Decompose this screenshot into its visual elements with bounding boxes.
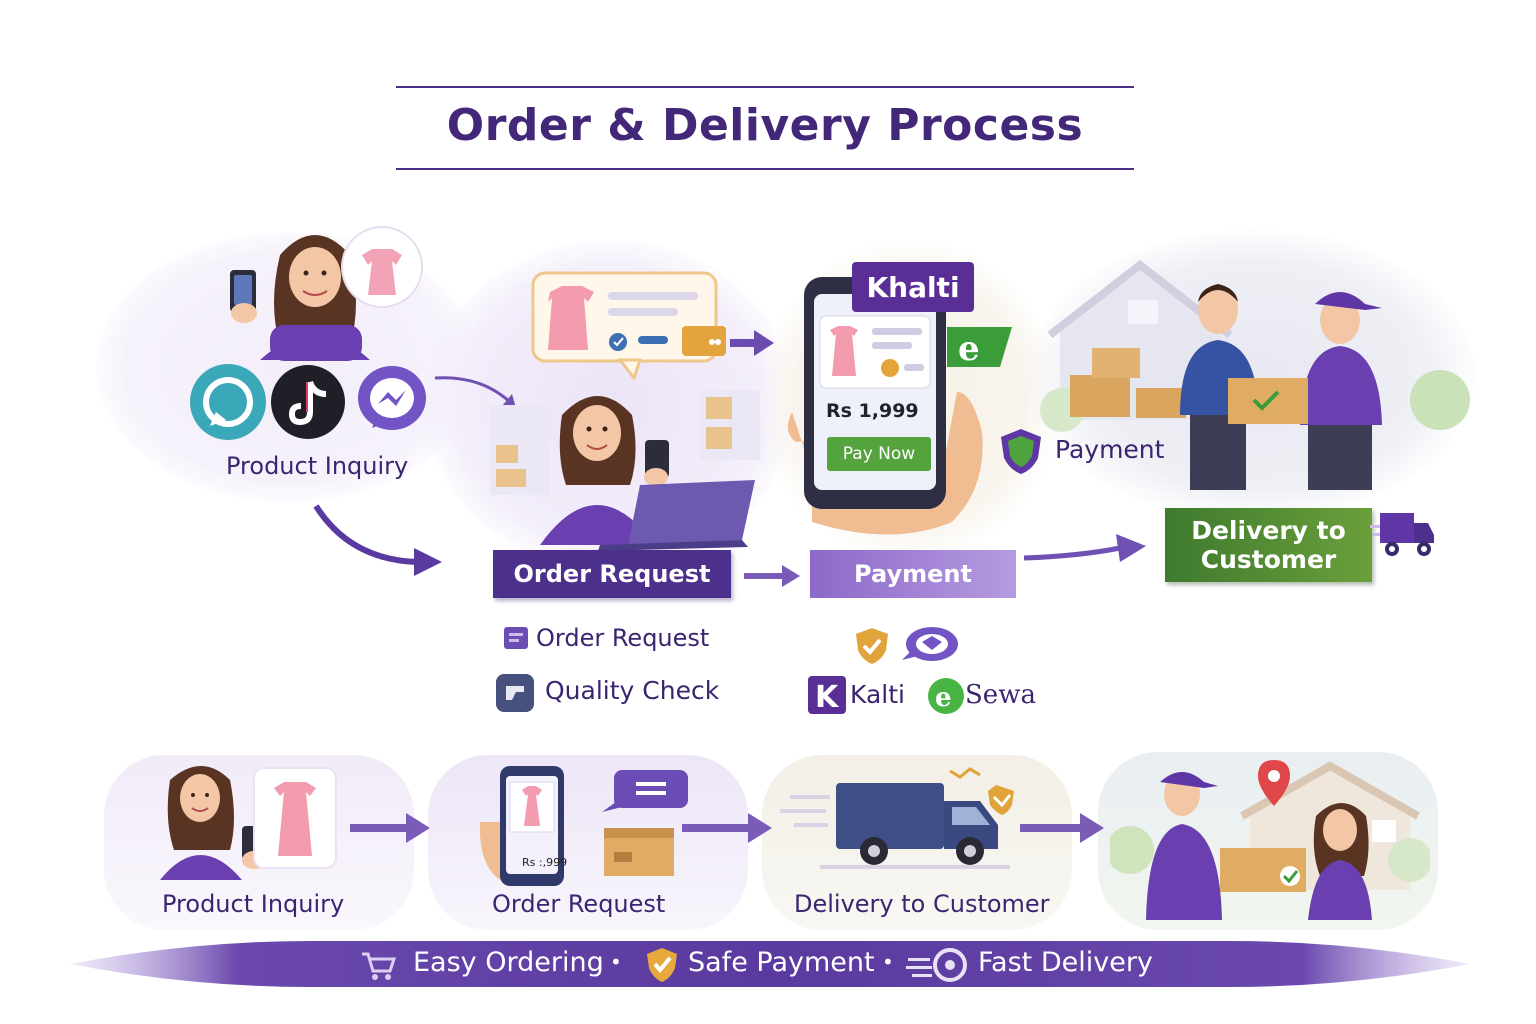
woman-with-phone-small-illustration bbox=[160, 766, 337, 880]
arrow-icon bbox=[744, 565, 800, 587]
curved-arrow-icon bbox=[313, 504, 442, 576]
arrow-icon bbox=[1020, 813, 1104, 843]
delivery-step-button[interactable]: Delivery to Customer bbox=[1165, 508, 1372, 582]
delivery-van-illustration bbox=[780, 767, 1014, 869]
arrow-icon bbox=[350, 813, 430, 843]
fast-delivery-icon bbox=[906, 948, 967, 982]
banner-safe-payment: Safe Payment bbox=[688, 947, 875, 978]
svg-text:K: K bbox=[815, 680, 840, 715]
khalti-brand-badge: Khalti bbox=[852, 262, 974, 312]
cash-icon bbox=[682, 326, 726, 356]
pay-now-button[interactable]: Pay Now bbox=[827, 437, 931, 471]
payment-side-label: Payment bbox=[1055, 435, 1165, 464]
quality-check-icon bbox=[496, 674, 534, 712]
khalti-logo: K bbox=[808, 676, 846, 715]
arrow-icon bbox=[1023, 534, 1146, 562]
title-rule-top bbox=[396, 86, 1134, 88]
bottom-step1-label: Product Inquiry bbox=[162, 890, 345, 918]
banner-separator: • bbox=[882, 950, 894, 974]
woman-at-laptop-illustration bbox=[490, 390, 760, 550]
esewa-logo: e bbox=[928, 678, 964, 714]
arrow-icon bbox=[434, 376, 516, 408]
shield-check-icon bbox=[856, 628, 888, 664]
messenger-icon bbox=[358, 366, 426, 430]
delivery-label-line1: Delivery to bbox=[1191, 516, 1346, 545]
order-request-step-button[interactable]: Order Request bbox=[493, 550, 731, 598]
phone-price: Rs 1,999 bbox=[826, 400, 919, 422]
courier-delivers-to-woman-illustration bbox=[1110, 760, 1430, 920]
banner-separator: • bbox=[610, 950, 622, 974]
bottom-step3-label: Delivery to Customer bbox=[794, 890, 1050, 918]
detail-order-request: Order Request bbox=[536, 624, 710, 652]
bottom-step2-label: Order Request bbox=[492, 890, 666, 918]
delivery-label-line2: Customer bbox=[1200, 545, 1337, 574]
tiktok-icon bbox=[271, 365, 345, 439]
step1-label: Product Inquiry bbox=[226, 452, 409, 480]
chat-order-bubble bbox=[531, 271, 718, 382]
shield-icon bbox=[1001, 429, 1041, 474]
payment-step-button[interactable]: Payment bbox=[810, 550, 1016, 598]
title-rule-bottom bbox=[396, 168, 1134, 170]
phone-order-small-illustration bbox=[479, 766, 688, 886]
svg-text:e: e bbox=[935, 683, 952, 713]
detail-khalti: Kalti bbox=[850, 680, 905, 709]
order-request-icon bbox=[504, 627, 528, 649]
courier-handover-illustration bbox=[1040, 259, 1470, 490]
detail-quality-check: Quality Check bbox=[545, 676, 720, 705]
banner-fast-delivery: Fast Delivery bbox=[978, 947, 1153, 978]
delivery-truck-icon bbox=[1370, 513, 1434, 556]
page-title: Order & Delivery Process bbox=[446, 100, 1084, 151]
woman-with-phone-illustration bbox=[230, 226, 423, 361]
arrow-icon bbox=[730, 330, 774, 356]
svg-text:e: e bbox=[958, 329, 980, 369]
banner-easy-ordering: Easy Ordering bbox=[413, 947, 604, 978]
chat-payment-icon bbox=[902, 627, 958, 661]
bottom-phone-price: Rs :,999 bbox=[522, 856, 568, 869]
features-banner bbox=[70, 941, 1470, 987]
arrow-icon bbox=[682, 813, 772, 843]
detail-esewa: Sewa bbox=[965, 680, 1036, 710]
whatsapp-icon bbox=[190, 364, 266, 440]
shield-check-icon bbox=[647, 948, 677, 982]
cart-icon bbox=[362, 952, 396, 980]
